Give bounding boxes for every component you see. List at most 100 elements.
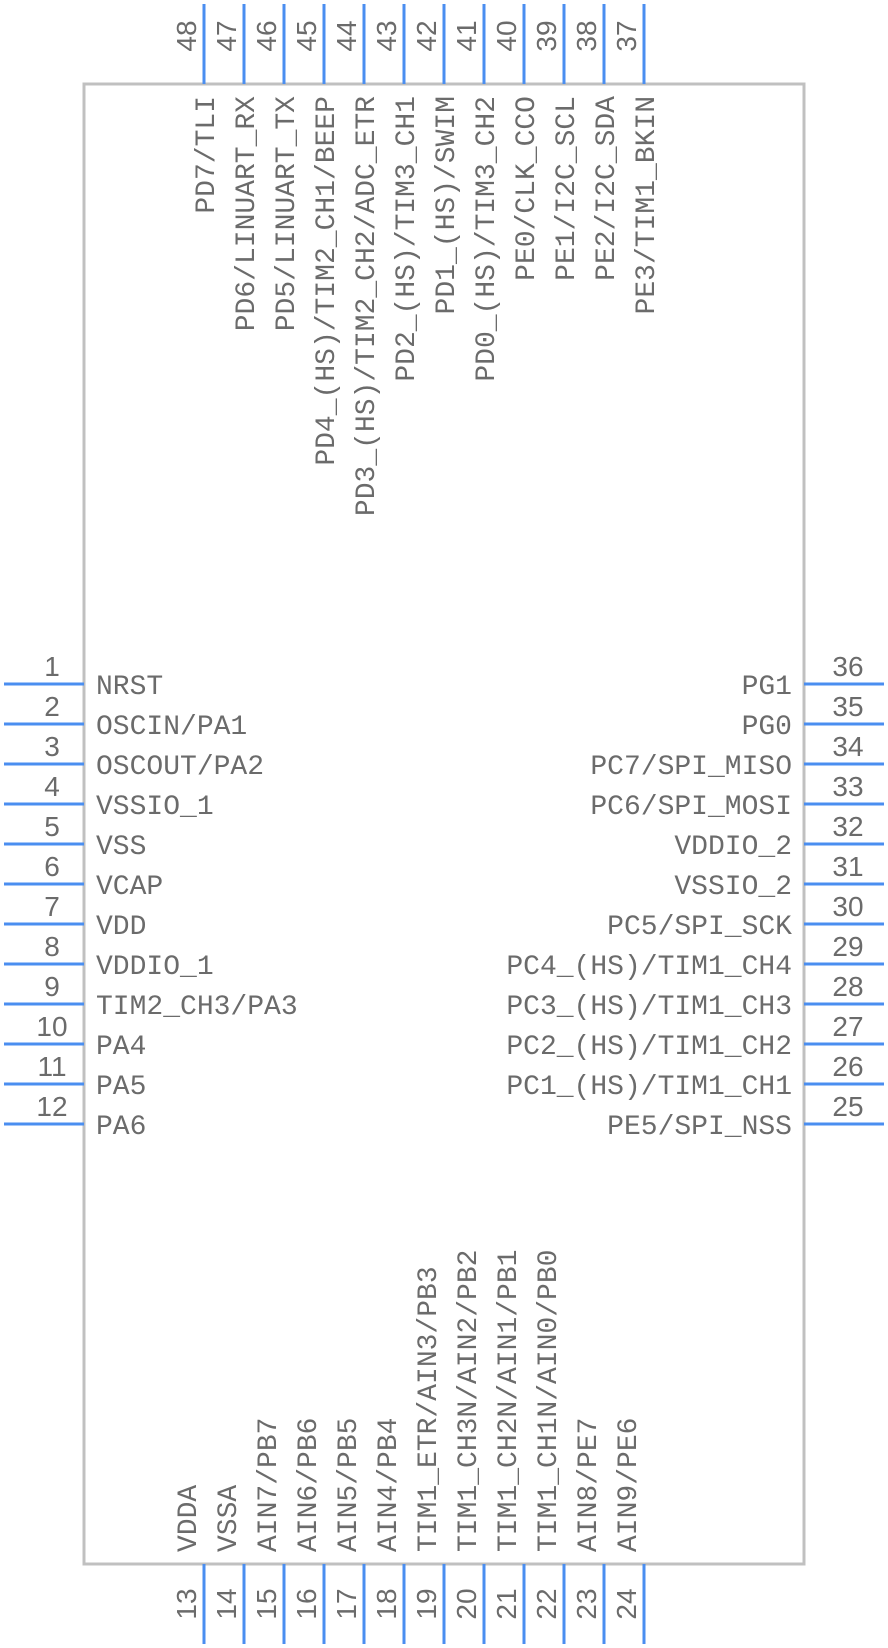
- pin-number: 18: [371, 1588, 402, 1619]
- pin-name: TIM1_ETR/AIN3/PB3: [414, 1266, 445, 1552]
- pin-number: 47: [211, 20, 242, 51]
- pin-number: 38: [571, 20, 602, 51]
- pin-number: 39: [531, 20, 562, 51]
- pin-name: VDDIO_1: [96, 952, 214, 983]
- pin-number: 44: [331, 20, 362, 51]
- pin-19: 19 TIM1_ETR/AIN3/PB3: [411, 1266, 446, 1644]
- pin-number: 20: [451, 1588, 482, 1619]
- pin-name: PC6/SPI_MOSI: [590, 792, 792, 823]
- pin-number: 27: [832, 1011, 863, 1042]
- pin-number: 6: [44, 851, 60, 882]
- pin-name: PD3_(HS)/TIM2_CH2/ADC_ETR: [352, 96, 383, 516]
- pin-number: 43: [371, 20, 402, 51]
- pin-name: PD7/TLI: [192, 96, 223, 214]
- pin-name: PE3/TIM1_BKIN: [632, 96, 663, 314]
- pin-number: 46: [251, 20, 282, 51]
- pin-name: PD0_(HS)/TIM3_CH2: [472, 96, 503, 382]
- pin-name: AIN8/PE7: [574, 1418, 605, 1552]
- pin-name: OSCOUT/PA2: [96, 752, 264, 783]
- pin-name: PA5: [96, 1072, 146, 1103]
- pin-name: PE1/I2C_SCL: [552, 96, 583, 281]
- pin-name: VSSIO_1: [96, 792, 214, 823]
- pin-number: 15: [251, 1588, 282, 1619]
- pin-number: 8: [44, 931, 60, 962]
- pin-number: 11: [37, 1051, 66, 1082]
- pin-name: VSS: [96, 832, 146, 863]
- pin-number: 23: [571, 1588, 602, 1619]
- pin-name: PD2_(HS)/TIM3_CH1: [392, 96, 423, 382]
- pin-name: NRST: [96, 672, 163, 703]
- pin-name: VDDA: [174, 1485, 205, 1552]
- pin-name: PE5/SPI_NSS: [607, 1112, 792, 1143]
- pin-number: 1: [44, 651, 60, 682]
- pin-name: PC7/SPI_MISO: [590, 752, 792, 783]
- pin-number: 31: [832, 851, 863, 882]
- ic-body: [82, 82, 806, 1566]
- pin-number: 7: [44, 891, 60, 922]
- pin-number: 13: [171, 1588, 202, 1619]
- pin-name: PD5/LINUART_TX: [272, 96, 303, 331]
- pin-name: VDD: [96, 912, 146, 943]
- pin-number: 28: [832, 971, 863, 1002]
- pin-name: AIN9/PE6: [614, 1418, 645, 1552]
- pin-name: PD4_(HS)/TIM2_CH1/BEEP: [312, 96, 343, 466]
- pin-name: TIM1_CH3N/AIN2/PB2: [454, 1250, 485, 1552]
- pin-name: TIM1_CH2N/AIN1/PB1: [494, 1250, 525, 1552]
- pin-number: 33: [832, 771, 863, 802]
- pin-name: PC1_(HS)/TIM1_CH1: [506, 1072, 792, 1103]
- pin-number: 25: [832, 1091, 863, 1122]
- pin-number: 14: [211, 1588, 242, 1619]
- pin-name: PE0/CLK_CCO: [512, 96, 543, 281]
- pin-number: 3: [44, 731, 60, 762]
- pin-name: PD1_(HS)/SWIM: [432, 96, 463, 314]
- pin-number: 12: [36, 1091, 67, 1122]
- pin-name: TIM2_CH3/PA3: [96, 992, 298, 1023]
- pin-number: 37: [611, 20, 642, 51]
- pin-name: OSCIN/PA1: [96, 712, 247, 743]
- pin-number: 41: [451, 20, 482, 51]
- pin-number: 17: [331, 1588, 362, 1619]
- pin-number: 24: [611, 1588, 642, 1619]
- pin-number: 10: [36, 1011, 67, 1042]
- pin-name: PC3_(HS)/TIM1_CH3: [506, 992, 792, 1023]
- pin-name: PC4_(HS)/TIM1_CH4: [506, 952, 792, 983]
- pin-23: 23 AIN8/PE7: [571, 1418, 606, 1644]
- pin-number: 45: [291, 20, 322, 51]
- pin-name: TIM1_CH1N/AIN0/PB0: [534, 1250, 565, 1552]
- pin-number: 19: [411, 1588, 442, 1619]
- pin-name: PG0: [742, 712, 792, 743]
- pin-name: PC5/SPI_SCK: [607, 912, 792, 943]
- pin-name: VDDIO_2: [674, 832, 792, 863]
